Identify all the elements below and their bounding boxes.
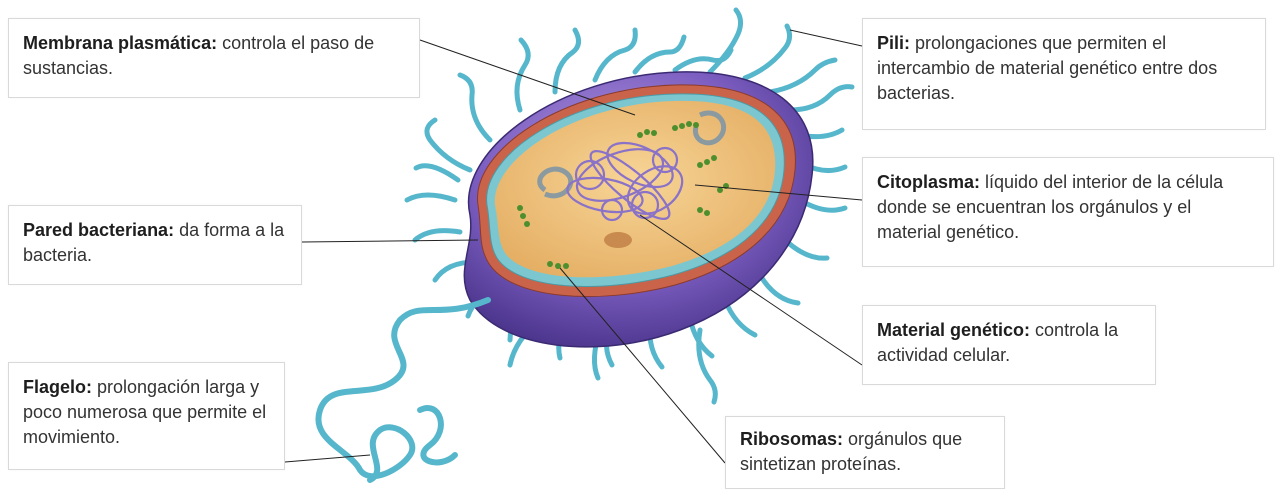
term-material: Material genético: xyxy=(877,320,1030,340)
term-flagelo: Flagelo: xyxy=(23,377,92,397)
term-ribosomas: Ribosomas: xyxy=(740,429,843,449)
label-membrana-plasmatica: Membrana plasmática: controla el paso de… xyxy=(8,18,420,98)
label-citoplasma: Citoplasma: líquido del interior de la c… xyxy=(862,157,1274,267)
flagellum-loop xyxy=(420,408,455,462)
label-flagelo: Flagelo: prolongación larga y poco numer… xyxy=(8,362,285,470)
inclusion xyxy=(604,232,632,248)
term-citoplasma: Citoplasma: xyxy=(877,172,980,192)
term-pili: Pili: xyxy=(877,33,910,53)
term-pared: Pared bacteriana: xyxy=(23,220,174,240)
term-membrana: Membrana plasmática: xyxy=(23,33,217,53)
flagellum xyxy=(318,300,488,480)
label-material-genetico: Material genético: controla la actividad… xyxy=(862,305,1156,385)
label-pared-bacteriana: Pared bacteriana: da forma a la bacteria… xyxy=(8,205,302,285)
desc-pili: prolongaciones que permiten el intercamb… xyxy=(877,33,1217,103)
label-ribosomas: Ribosomas: orgánulos que sintetizan prot… xyxy=(725,416,1005,489)
label-pili: Pili: prolongaciones que permiten el int… xyxy=(862,18,1266,130)
